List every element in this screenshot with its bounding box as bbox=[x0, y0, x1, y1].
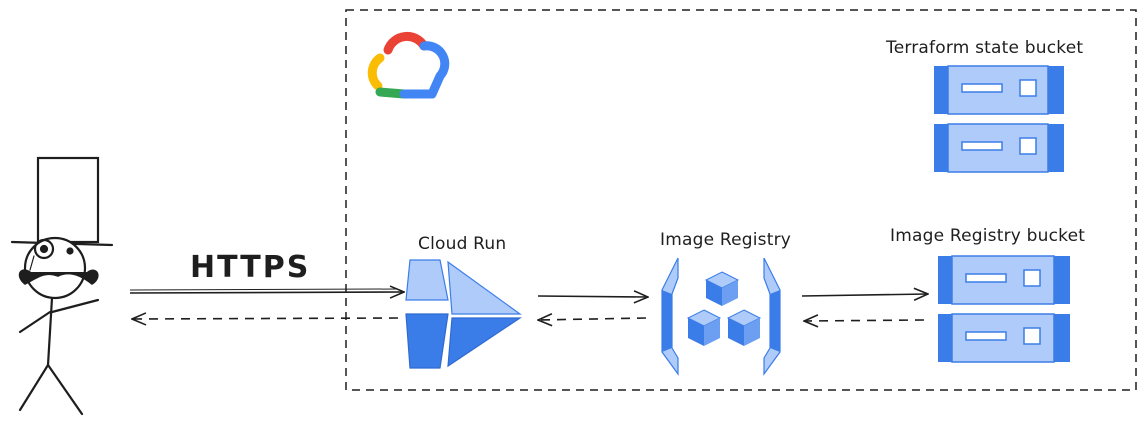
cloud-run-label: Cloud Run bbox=[418, 234, 507, 254]
artifact-registry-icon bbox=[661, 257, 781, 376]
cloud-run-icon bbox=[405, 259, 522, 369]
run-to-registry-arrow bbox=[537, 296, 648, 297]
registry-to-bucket-arrow bbox=[801, 294, 928, 296]
stick-figure-with-top-hat-icon bbox=[10, 156, 114, 416]
bucket-to-registry-arrow bbox=[804, 320, 925, 321]
image-registry-bucket-label: Image Registry bucket bbox=[890, 226, 1086, 246]
image-registry-label: Image Registry bbox=[660, 230, 792, 250]
https-label: HTTPS bbox=[190, 250, 311, 285]
image-registry-bucket-icon bbox=[938, 255, 1070, 363]
https-response-arrow bbox=[132, 318, 399, 319]
terraform-bucket-label: Terraform state bucket bbox=[886, 38, 1084, 58]
cloud-boundary bbox=[345, 9, 1137, 391]
google-cloud-logo-icon bbox=[367, 31, 450, 99]
https-request-arrow bbox=[129, 292, 404, 293]
terraform-bucket-icon bbox=[934, 65, 1064, 173]
https-request-arrow-shadow bbox=[129, 288, 399, 291]
registry-to-run-arrow bbox=[538, 318, 647, 320]
